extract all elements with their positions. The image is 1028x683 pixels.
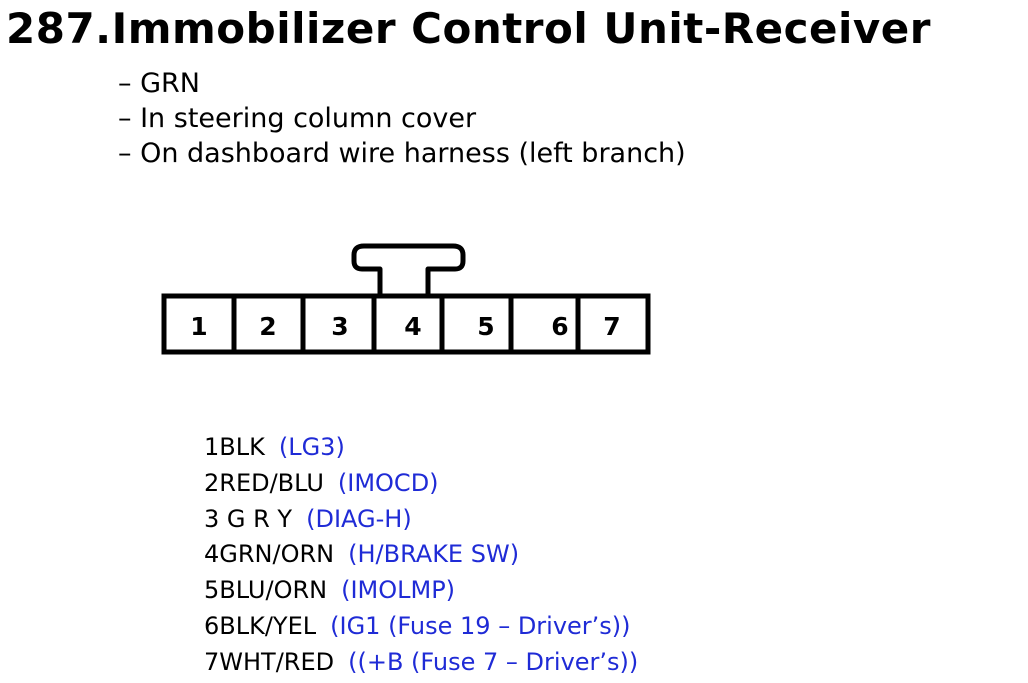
connector-latch bbox=[351, 243, 466, 296]
pin-row: 1BLK (LG3) bbox=[204, 430, 638, 466]
page-title: 287.Immobilizer Control Unit-Receiver bbox=[6, 4, 931, 53]
pin-row: 7WHT/RED ((+B (Fuse 7 – Driver’s)) bbox=[204, 645, 638, 681]
terminal-label-6: 6 bbox=[551, 312, 568, 341]
connector-housing bbox=[161, 293, 651, 355]
pin-wire: 4GRN/ORN bbox=[204, 540, 335, 569]
note-location: In steering column cover bbox=[118, 101, 686, 136]
pin-signal: ((+B (Fuse 7 – Driver’s)) bbox=[348, 647, 639, 676]
pin-signal: (IG1 (Fuse 19 – Driver’s)) bbox=[330, 611, 631, 640]
connector-diagram: 1 2 3 4 5 6 7 bbox=[161, 243, 651, 355]
note-color: GRN bbox=[118, 66, 686, 101]
terminal-label-1: 1 bbox=[190, 312, 207, 341]
pin-signal: (H/BRAKE SW) bbox=[348, 540, 520, 569]
pin-row: 3 G R Y (DIAG-H) bbox=[204, 502, 638, 538]
terminal-label-3: 3 bbox=[331, 312, 348, 341]
pin-row: 5BLU/ORN (IMOLMP) bbox=[204, 573, 638, 609]
pin-signal: (IMOLMP) bbox=[341, 576, 456, 605]
pin-row: 2RED/BLU (IMOCD) bbox=[204, 466, 638, 502]
pin-wire: 5BLU/ORN bbox=[204, 576, 328, 605]
terminal-label-4: 4 bbox=[404, 312, 421, 341]
pin-list: 1BLK (LG3) 2RED/BLU (IMOCD) 3 G R Y (DIAG-H… bbox=[204, 430, 638, 681]
pin-wire: 1BLK bbox=[204, 433, 265, 461]
pin-row: 4GRN/ORN (H/BRAKE SW) bbox=[204, 537, 638, 573]
terminal-label-7: 7 bbox=[603, 312, 620, 341]
terminal-label-5: 5 bbox=[477, 312, 494, 341]
pin-signal: (DIAG-H) bbox=[306, 504, 412, 533]
pin-wire: 6BLK/YEL bbox=[204, 611, 317, 640]
note-harness: On dashboard wire harness (left branch) bbox=[118, 136, 686, 171]
connector-notes: GRN In steering column cover On dashboar… bbox=[118, 66, 686, 171]
pin-signal: (IMOCD) bbox=[337, 468, 439, 497]
terminal-label-2: 2 bbox=[259, 312, 276, 341]
pin-wire: 2RED/BLU bbox=[204, 468, 324, 497]
pin-wire: 3 G R Y bbox=[204, 504, 293, 533]
pin-row: 6BLK/YEL (IG1 (Fuse 19 – Driver’s)) bbox=[204, 609, 638, 645]
pin-wire: 7WHT/RED bbox=[204, 647, 335, 676]
pin-signal: (LG3) bbox=[278, 433, 345, 461]
